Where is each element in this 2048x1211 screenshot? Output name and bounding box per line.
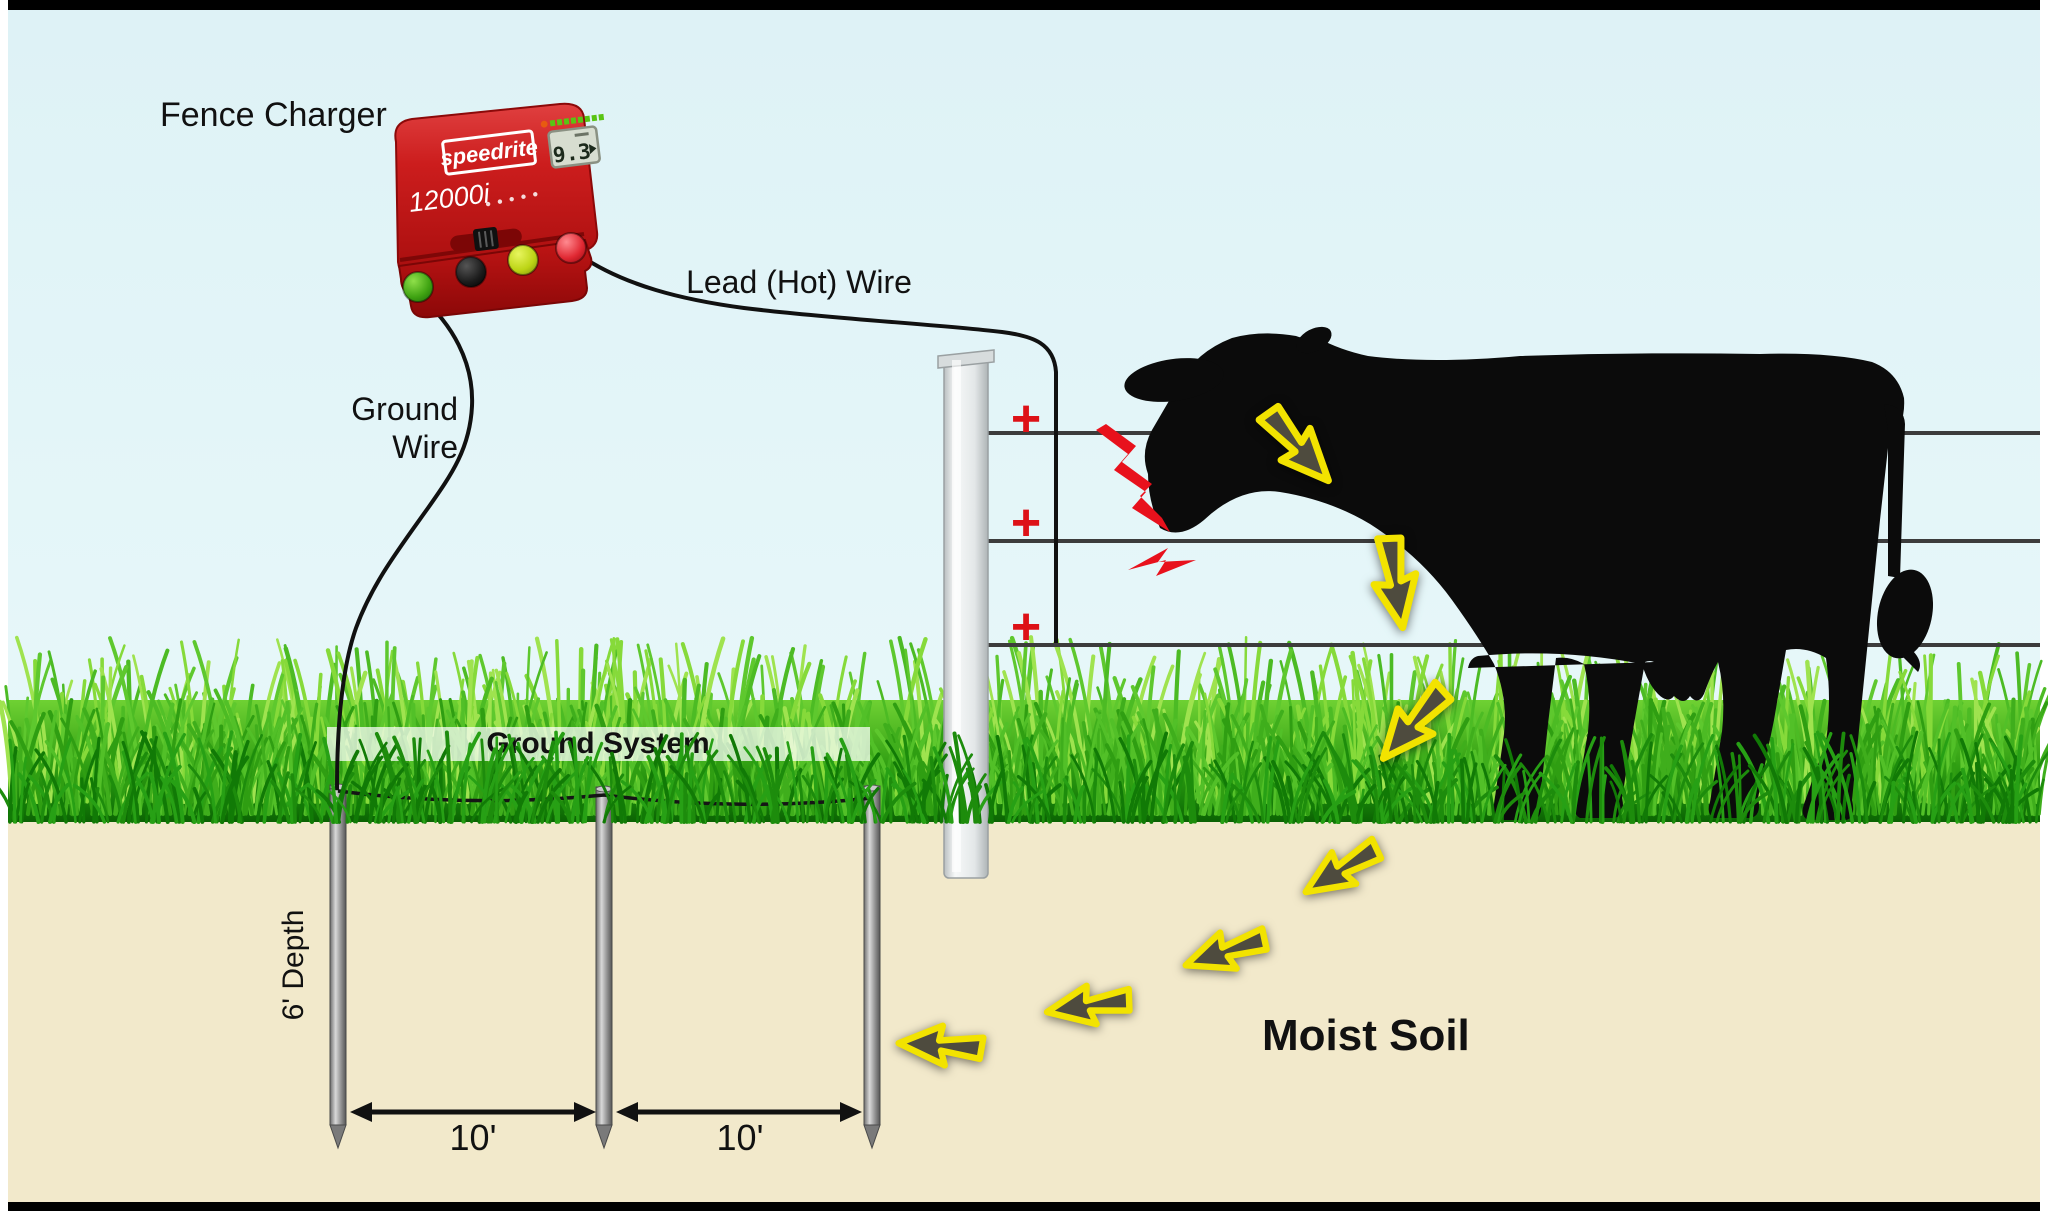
positive-sign-icon: +: [1011, 494, 1041, 552]
charge-indicator-strip: [540, 113, 605, 128]
ground-rod: [863, 784, 881, 1150]
lead-hot-wire: [576, 252, 1058, 643]
soil-background: [8, 820, 2040, 1202]
ground-terminal-green: [402, 271, 434, 303]
lcd-display: 9.3: [547, 125, 601, 169]
ground-wire-label-line2: Wire: [392, 429, 458, 465]
hot-terminal-red: [555, 232, 587, 264]
terminal-lime: [507, 244, 539, 276]
rod-spacing-dimension: [350, 1102, 862, 1122]
top-border-bar: [8, 0, 2040, 10]
lead-hot-wire-label: Lead (Hot) Wire: [686, 264, 912, 300]
terminal-black: [455, 256, 487, 288]
brand-logo-box: [441, 129, 537, 176]
depth-label: 6' Depth: [277, 910, 310, 1021]
fence-charger-device: speedrite 12000i 9.3: [394, 102, 605, 319]
ground-wire: [335, 294, 475, 791]
terminals: [402, 232, 587, 303]
fence-charger-label: Fence Charger: [160, 96, 387, 134]
positive-sign-icon: +: [1011, 598, 1041, 656]
rod-spacing-label: 10': [450, 1117, 497, 1158]
lcd-value: 9.3: [552, 139, 593, 167]
bottom-border-bar: [8, 1200, 2040, 1211]
cow-silhouette: [1124, 326, 1934, 820]
ground-rod: [595, 785, 613, 1150]
power-slider: [450, 226, 522, 252]
rod-spacing-label: 10': [717, 1117, 764, 1158]
ground-rod: [329, 783, 347, 1150]
grass-texture-front: [0, 730, 2048, 824]
ground-wire-label-line1: Ground: [351, 391, 458, 427]
mode-icons: [485, 192, 538, 207]
shock-lightning-icon: [1096, 424, 1196, 576]
moist-soil-label: Moist Soil: [1262, 1011, 1470, 1060]
positive-sign-icon: +: [1011, 390, 1041, 448]
